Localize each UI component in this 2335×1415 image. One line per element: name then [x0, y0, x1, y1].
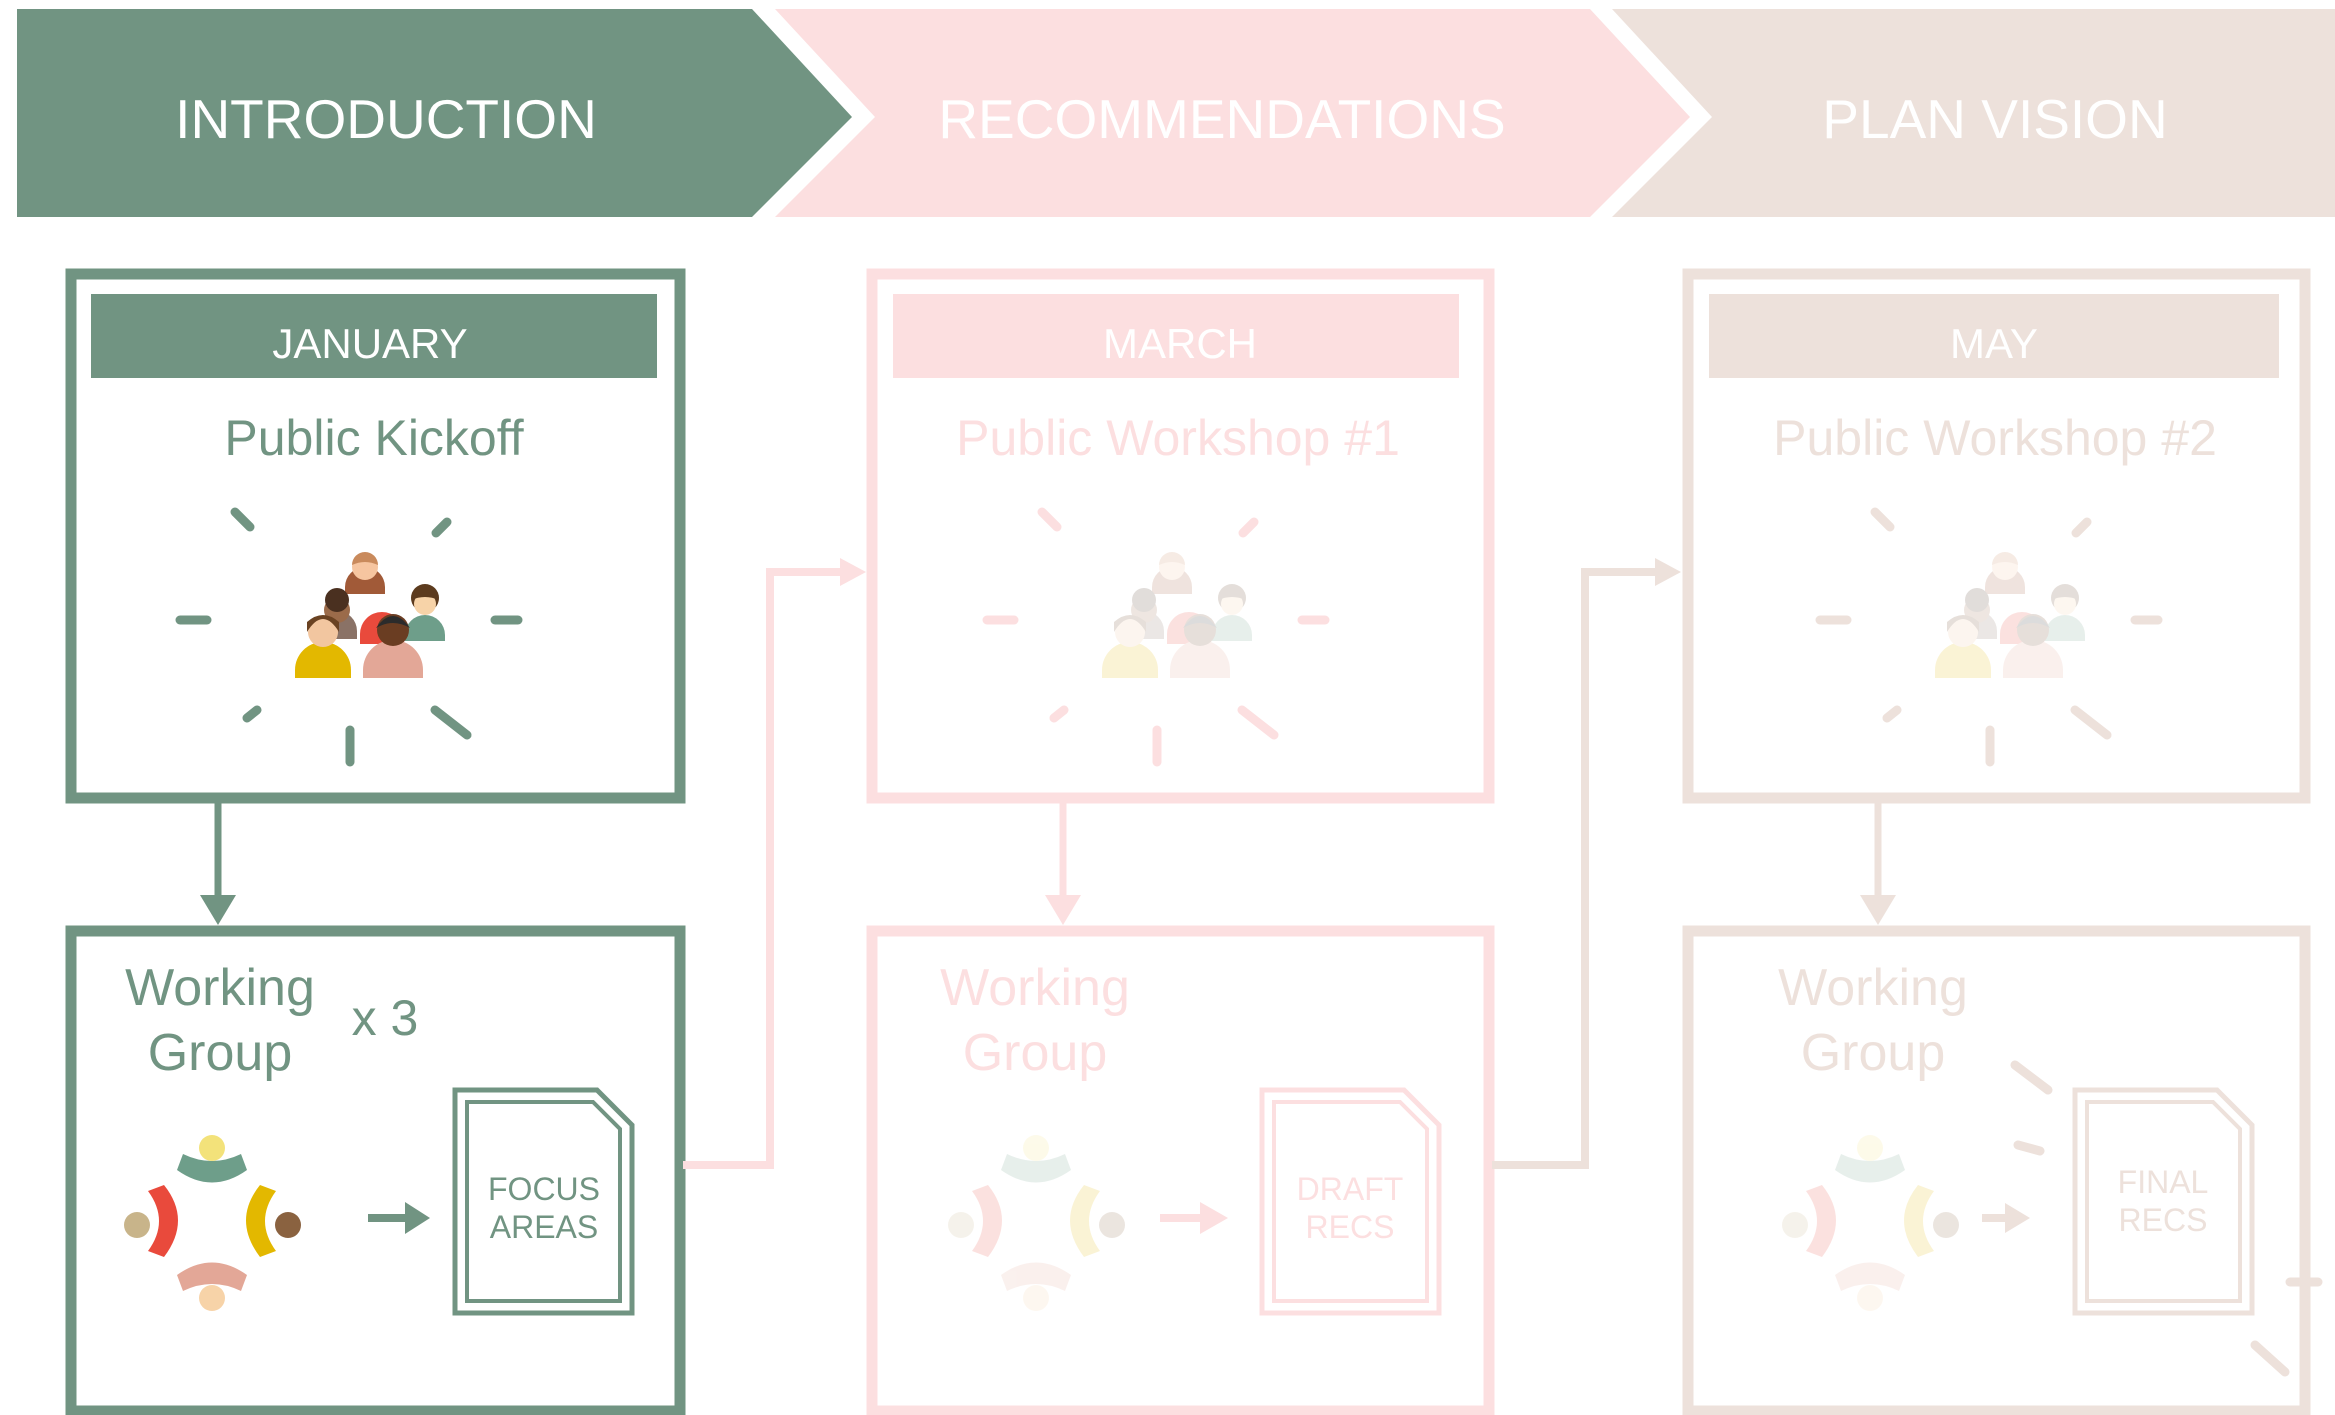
working-group-line1-first: Working [125, 959, 315, 1017]
month-label-january: JANUARY [272, 320, 467, 367]
month-header-january [91, 294, 657, 378]
event-title-may: Public Workshop #2 [1773, 410, 2217, 466]
connector-arrow-kickoff-to-group [200, 800, 236, 925]
connector-arrow-col2-to-col3 [1492, 558, 1681, 1169]
document-line1-second: DRAFT [1297, 1171, 1404, 1207]
phase-banner-introduction [17, 9, 852, 217]
event-title-march: Public Workshop #1 [956, 410, 1400, 466]
month-header-march [893, 294, 1459, 378]
arrow-right-icon [1982, 1203, 2030, 1233]
working-group-card-second: Working Group DRAFT RECS [866, 925, 1495, 1415]
working-group-multiplier: x 3 [352, 990, 419, 1046]
working-group-card-third: Working Group FINAL RECS [1682, 925, 2323, 1415]
document-line1-first: FOCUS [488, 1171, 600, 1207]
working-group-line1-third: Working [1778, 959, 1968, 1017]
document-line2-first: AREAS [490, 1209, 598, 1245]
document-line2-third: RECS [2119, 1202, 2208, 1238]
arrow-right-icon [368, 1202, 430, 1234]
month-label-may: MAY [1950, 320, 2038, 367]
working-group-card-first: Working Group x 3 FOCUS AREAS [65, 925, 686, 1415]
event-card-may: MAY Public Workshop #2 [1682, 268, 2311, 804]
month-label-march: MARCH [1103, 320, 1257, 367]
document-line2-second: RECS [1306, 1209, 1395, 1245]
working-group-line2-second: Group [963, 1024, 1108, 1082]
phase-banner-plan-vision [1612, 9, 2335, 217]
arrow-right-icon [1160, 1202, 1228, 1234]
month-header-may [1709, 294, 2279, 378]
phase-label-recommendations: RECOMMENDATIONS [938, 88, 1505, 150]
phase-banner-recommendations [775, 9, 1690, 217]
event-card-march: MARCH Public Workshop #1 [866, 268, 1495, 804]
working-group-line2-first: Group [148, 1024, 293, 1082]
working-group-line1-second: Working [940, 959, 1130, 1017]
phase-label-introduction: INTRODUCTION [175, 88, 597, 150]
document-line1-third: FINAL [2118, 1164, 2209, 1200]
connector-arrow-workshop1-to-group [1045, 800, 1081, 925]
event-title-january: Public Kickoff [224, 410, 523, 466]
phase-label-plan-vision: PLAN VISION [1822, 88, 2167, 150]
burst-rays-icon [2010, 1060, 2323, 1377]
working-group-line2-third: Group [1801, 1024, 1946, 1082]
connector-arrow-workshop2-to-group [1860, 800, 1896, 925]
event-card-january: JANUARY Public Kickoff [65, 268, 686, 804]
connector-arrow-col1-to-col2 [683, 558, 866, 1169]
